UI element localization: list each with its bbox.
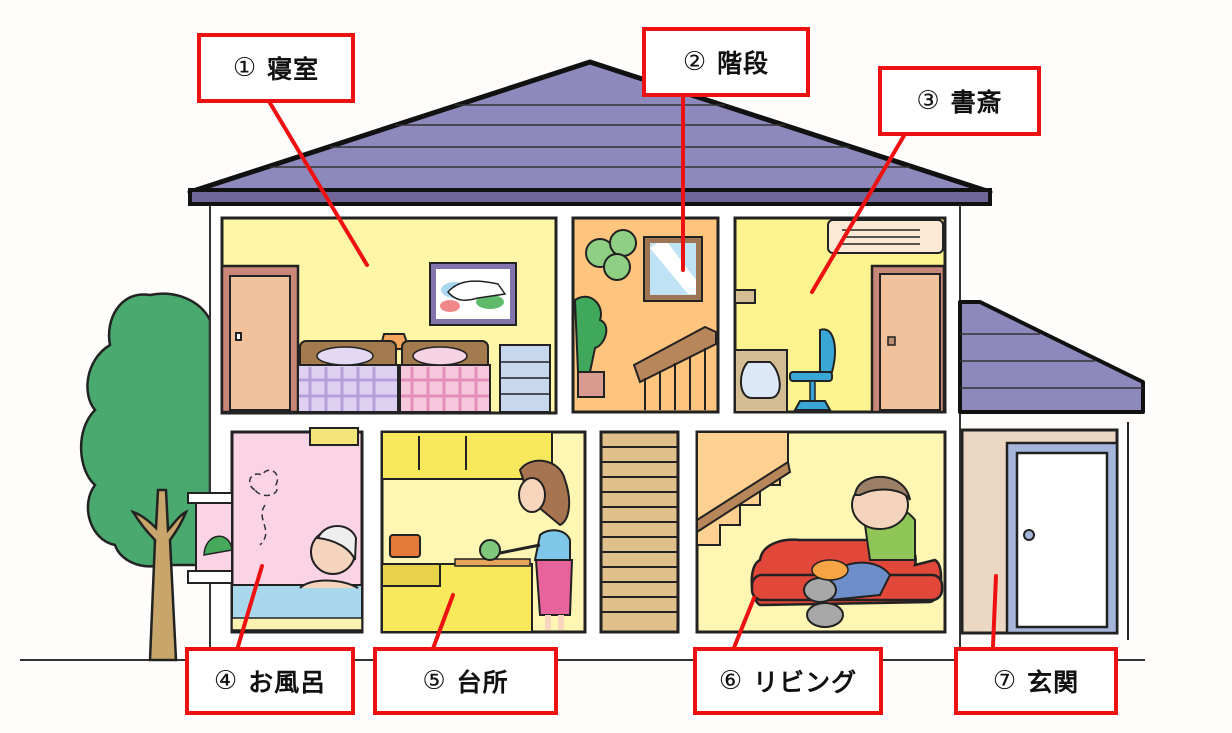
stair-landing-room [571,216,720,414]
staircase [599,430,680,634]
label-stairs: ② 階段 [642,27,810,97]
label-living: ⑥ リビング [693,647,883,715]
label-number: ⑦ [992,666,1018,696]
label-number: ④ [213,666,239,696]
main-roof [187,59,993,206]
label-number: ⑥ [718,666,744,696]
study-room [733,216,947,414]
label-bedroom: ① 寝室 [197,33,355,103]
label-text: リビング [753,668,858,697]
bath-room [187,427,364,634]
label-kitchen: ⑤ 台所 [373,647,558,715]
label-text: お風呂 [248,668,327,697]
label-text: 書斎 [950,88,1003,117]
label-study: ③ 書斎 [878,66,1041,136]
label-bath: ④ お風呂 [185,647,355,715]
label-text: 玄関 [1027,668,1080,697]
label-number: ① [232,53,258,83]
label-number: ⑤ [422,666,447,696]
label-text: 階段 [717,49,770,78]
entrance-room [960,422,1129,640]
living-room [695,430,947,634]
label-entrance: ⑦ 玄関 [954,647,1118,715]
label-text: 寝室 [267,55,320,84]
side-roof [958,300,1145,414]
label-text: 台所 [456,668,509,697]
label-number: ② [682,47,708,77]
bedroom-room [220,216,558,415]
kitchen-room [380,430,587,634]
label-number: ③ [916,86,941,116]
tree [79,292,212,662]
